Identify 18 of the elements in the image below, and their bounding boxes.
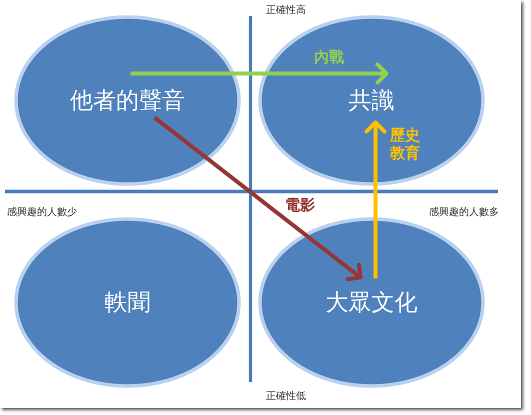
axis-label: 感興趣的人數少 [7,207,77,219]
arrow [130,62,388,84]
ellipse-node [14,15,241,186]
node-label: 軼聞 [104,288,150,316]
axis-label: 感興趣的人數多 [429,207,499,219]
edge-label: 歷史教育 [388,126,421,162]
ellipse-node [14,217,241,388]
axis-label: 正確性高 [266,5,306,17]
node-label: 共識 [348,86,394,114]
ellipse-node [258,217,485,388]
edge-label: 電影 [284,196,316,214]
arrow [364,120,386,278]
arrow [153,116,362,282]
edge-label: 內戰 [313,48,345,66]
axis-label: 正確性低 [266,391,306,403]
node-label: 他者的聲音 [70,86,185,114]
ellipse-node [258,15,485,186]
node-label: 大眾文化 [326,288,418,316]
